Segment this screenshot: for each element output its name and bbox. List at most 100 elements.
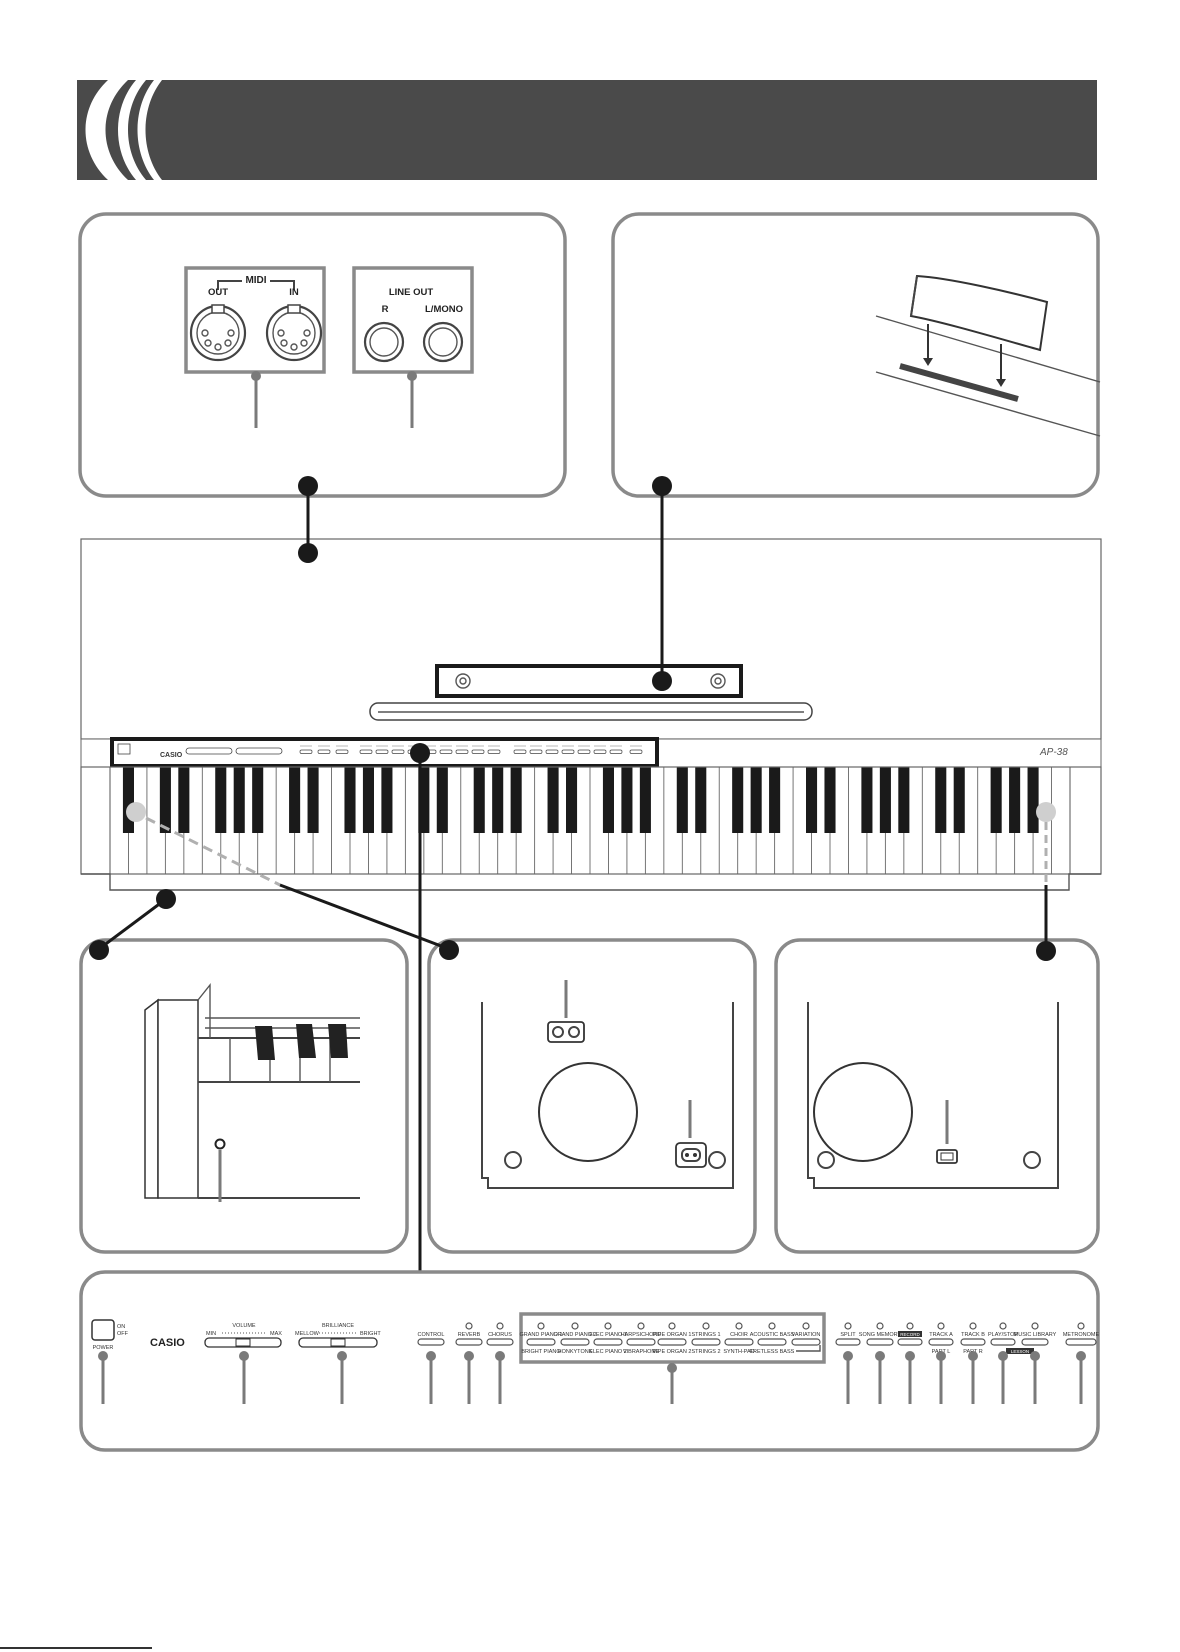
- mini-button: [545, 749, 559, 754]
- black-key: [750, 767, 762, 833]
- black-key: [547, 767, 559, 833]
- brilliance-mellow-label: MELLOW: [295, 1331, 320, 1337]
- black-key: [990, 767, 1002, 833]
- console-leader-pins: [98, 1351, 1086, 1404]
- piano-front-view: CASIO AP-38: [80, 538, 1102, 891]
- track-b-button[interactable]: [960, 1338, 986, 1346]
- underside-panel: [427, 938, 757, 1254]
- brilliance-bright-label: BRIGHT: [360, 1331, 381, 1337]
- line-out-label: LINE OUT: [389, 287, 434, 298]
- brilliance-label: BRILLIANCE: [322, 1323, 354, 1329]
- black-key: [436, 767, 448, 833]
- midi-in-connector: [265, 304, 323, 362]
- black-key: [639, 767, 651, 833]
- keyboard: [109, 766, 1071, 875]
- mini-button: [455, 749, 469, 754]
- black-key: [695, 767, 707, 833]
- volume-label: VOLUME: [232, 1323, 256, 1329]
- headphone-panel: [79, 938, 409, 1254]
- leader-pin-dot: [426, 1351, 436, 1361]
- line-out-l-mono-label: L/MONO: [425, 304, 463, 315]
- black-key: [824, 767, 836, 833]
- track-b-label: TRACK B: [961, 1332, 985, 1338]
- tone-alt-label: VIBRAPHONE: [623, 1349, 659, 1355]
- tone-button[interactable]: [526, 1338, 556, 1346]
- record-button[interactable]: [897, 1338, 923, 1346]
- console-detail-panel: ON OFF POWER CASIO VOLUME MIN MAX BRILLI…: [79, 1270, 1100, 1452]
- tone-button[interactable]: [626, 1338, 656, 1346]
- tone-button[interactable]: [560, 1338, 590, 1346]
- music-library-button[interactable]: [1021, 1338, 1049, 1346]
- track-a-label: TRACK A: [929, 1332, 953, 1338]
- mini-button: [487, 749, 501, 754]
- speaker: [538, 1062, 638, 1162]
- leader-pin-dot: [936, 1351, 946, 1361]
- leader-pin-dot: [998, 1351, 1008, 1361]
- tone-button[interactable]: [657, 1338, 687, 1346]
- leader-pin-dot: [337, 1351, 347, 1361]
- callout-lines: [89, 476, 1056, 1300]
- mini-button: [391, 749, 405, 754]
- variation-bracket: [796, 1345, 821, 1352]
- track-a-button[interactable]: [928, 1338, 954, 1346]
- right-underside-panel: [774, 938, 1100, 1254]
- tone-button[interactable]: [593, 1338, 623, 1346]
- music-library-label: MUSIC LIBRARY: [1014, 1332, 1057, 1338]
- tone-button[interactable]: [691, 1338, 721, 1346]
- tone-led: [537, 1322, 545, 1330]
- power-on-label: ON: [117, 1324, 125, 1330]
- power-button[interactable]: [91, 1319, 115, 1341]
- metronome-button[interactable]: [1065, 1338, 1097, 1346]
- mini-console-controls: [117, 743, 643, 755]
- control-button[interactable]: [417, 1338, 445, 1346]
- front-brand-label: CASIO: [160, 752, 183, 759]
- tone-label: HARPSICHORD: [621, 1332, 662, 1338]
- split-button[interactable]: [835, 1338, 861, 1346]
- black-key: [861, 767, 873, 833]
- black-key: [879, 767, 891, 833]
- record-label: RECORD: [900, 1332, 920, 1337]
- song-memory-button[interactable]: [866, 1338, 894, 1346]
- tone-led: [702, 1322, 710, 1330]
- leader-pin-dot: [495, 1351, 505, 1361]
- black-key: [732, 767, 744, 833]
- brilliance-slider-knob[interactable]: [330, 1338, 346, 1347]
- power-off-label: OFF: [117, 1331, 129, 1337]
- tone-alt-label: HONKYTONK: [558, 1349, 593, 1355]
- play-stop-button[interactable]: [990, 1338, 1016, 1346]
- tone-button[interactable]: [757, 1338, 787, 1346]
- tone-alt-label: SYNTH-PAD: [723, 1349, 754, 1355]
- black-key: [381, 767, 393, 833]
- black-key: [289, 767, 301, 833]
- volume-slider-knob[interactable]: [235, 1338, 251, 1347]
- tone-led: [668, 1322, 676, 1330]
- midi-label: MIDI: [245, 275, 266, 286]
- tone-led: [802, 1322, 810, 1330]
- reverb-button[interactable]: [455, 1338, 483, 1346]
- tone-led: [604, 1322, 612, 1330]
- midi-out-label: OUT: [208, 287, 228, 298]
- black-key: [1027, 767, 1039, 833]
- chorus-button[interactable]: [486, 1338, 514, 1346]
- leader-pin-dot: [98, 1351, 108, 1361]
- tone-button[interactable]: [724, 1338, 754, 1346]
- metronome-label: METRONOME: [1063, 1332, 1100, 1338]
- mini-button: [317, 749, 331, 754]
- music-stand-illustration: [875, 274, 1101, 437]
- midi-in-label: IN: [289, 287, 299, 298]
- black-key: [233, 767, 245, 833]
- music-stand-panel: [611, 212, 1101, 498]
- song-memory-label: SONG MEMORY: [859, 1332, 902, 1338]
- tone-button[interactable]: [791, 1338, 821, 1346]
- tone-label: GRAND PIANO 1: [519, 1332, 562, 1338]
- leader-pin-dot: [667, 1363, 677, 1373]
- tone-group-highlight: [519, 1312, 826, 1364]
- reverb-label: REVERB: [458, 1332, 481, 1338]
- tone-led: [637, 1322, 645, 1330]
- mini-button: [513, 749, 527, 754]
- tone-label: GRAND PIANO 2: [553, 1332, 596, 1338]
- volume-max-label: MAX: [270, 1331, 282, 1337]
- black-key: [621, 767, 633, 833]
- black-key: [344, 767, 356, 833]
